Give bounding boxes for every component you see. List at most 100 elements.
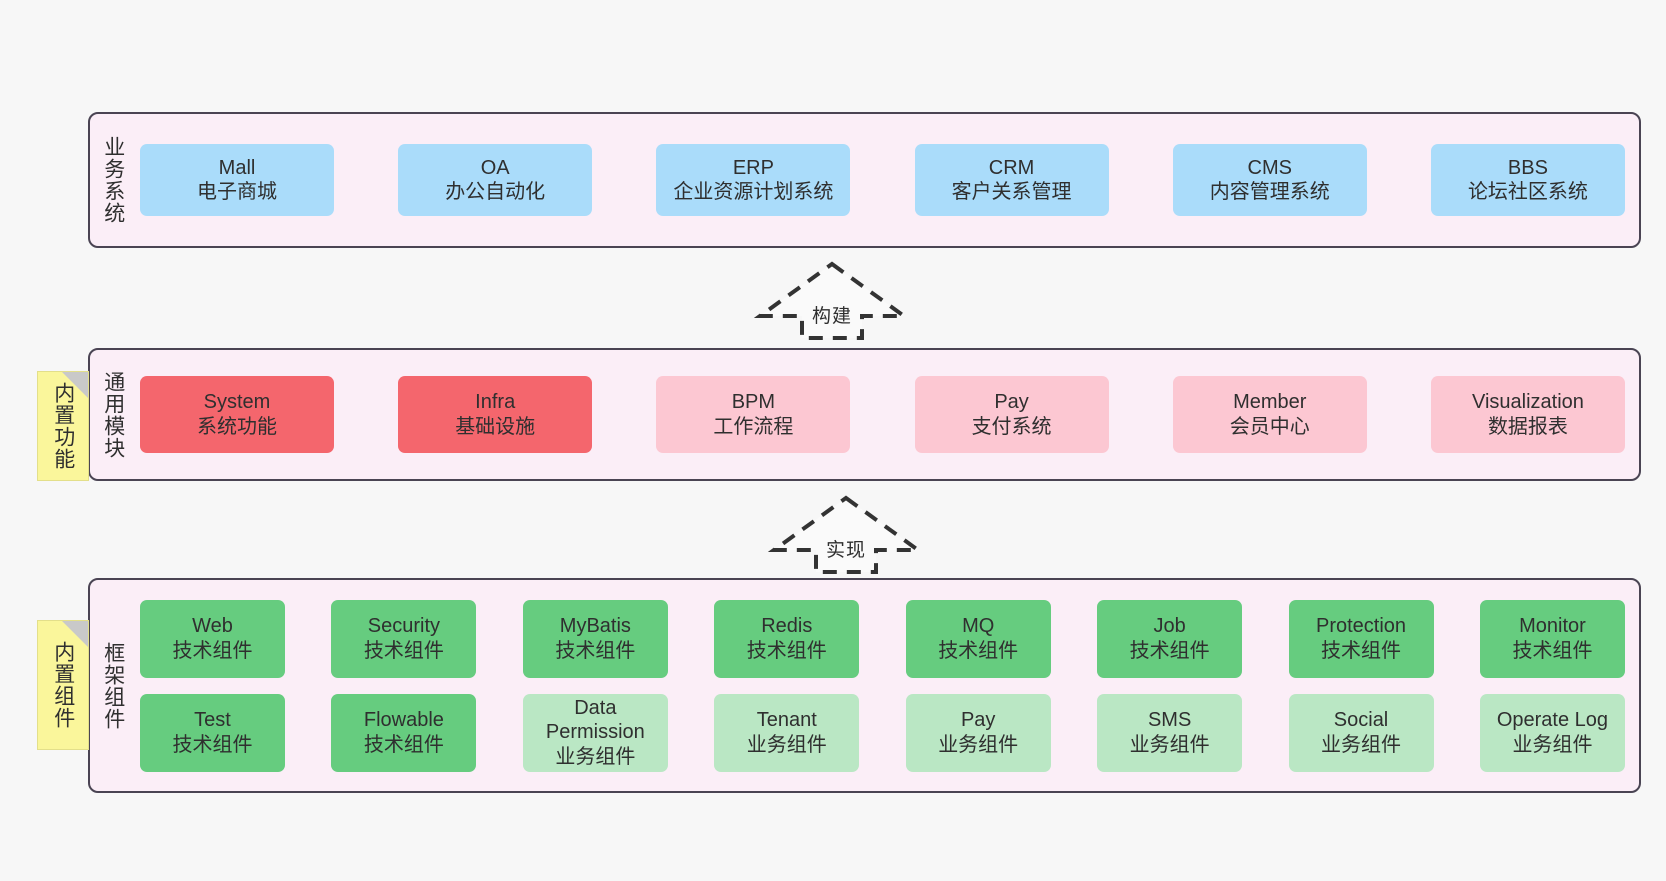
note-fold-icon (62, 621, 88, 647)
card-title: Pay (960, 709, 996, 732)
card-subtitle: 技术组件 (746, 639, 827, 662)
card-subtitle: 电子商城 (197, 181, 277, 203)
card-subtitle: 企业资源计划系统 (673, 181, 834, 203)
layer-framework-title: 框架组件 (101, 641, 125, 730)
card-subtitle: 论坛社区系统 (1467, 181, 1588, 203)
card-subtitle: 业务组件 (746, 733, 827, 756)
card-title: System (203, 391, 271, 414)
card-title: Data Permission (545, 696, 645, 744)
card-title: CMS (1247, 156, 1292, 179)
card-subtitle: 技术组件 (1129, 639, 1210, 662)
card-subtitle: 业务组件 (1512, 733, 1593, 756)
card-subtitle: 技术组件 (363, 639, 444, 662)
card-title: Web (192, 615, 233, 638)
card-subtitle: 工作流程 (713, 415, 794, 438)
card-subtitle: 技术组件 (363, 733, 444, 756)
card-title: Visualization (1471, 391, 1584, 414)
arrow-implement-label: 实现 (825, 540, 866, 561)
card-title: OA (480, 156, 510, 179)
card-subtitle: 支付系统 (971, 415, 1052, 438)
card-subtitle: 技术组件 (1512, 639, 1593, 662)
card-subtitle: 数据报表 (1487, 415, 1568, 438)
note-builtin-components-label: 内置组件 (51, 641, 75, 729)
card-subtitle: 技术组件 (172, 639, 253, 662)
card-subtitle: 系统功能 (197, 415, 277, 438)
layer-business-title: 业务系统 (101, 136, 125, 224)
note-builtin-features-label: 内置功能 (51, 382, 75, 470)
card-subtitle: 会员中心 (1229, 415, 1310, 438)
card-title: Member (1233, 391, 1307, 414)
card-subtitle: 技术组件 (555, 639, 636, 662)
card-subtitle: 技术组件 (1321, 639, 1402, 662)
arrow-build-label: 构建 (811, 306, 852, 327)
card-title: Mall (218, 156, 256, 179)
card-subtitle: 业务组件 (555, 745, 636, 768)
note-fold-icon (62, 372, 88, 398)
card-subtitle: 业务组件 (1321, 733, 1402, 756)
card-title: MQ (962, 615, 995, 638)
card-title: Security (367, 615, 441, 638)
card-title: CRM (988, 156, 1035, 179)
note-builtin-features: 内置功能 (37, 371, 89, 481)
card-title: Test (194, 709, 231, 732)
card-title: Job (1153, 615, 1186, 638)
card-subtitle: 业务组件 (938, 733, 1019, 756)
card-title: Monitor (1519, 615, 1586, 638)
layer-modules-title: 通用模块 (101, 370, 125, 459)
arrow-implement: 实现 (766, 492, 926, 576)
card-subtitle: 技术组件 (938, 639, 1019, 662)
arrow-build: 构建 (752, 258, 912, 342)
card-title: Flowable (363, 709, 444, 732)
card-title: BBS (1507, 156, 1548, 179)
card-title: Infra (475, 391, 516, 414)
card-title: Social (1333, 709, 1389, 732)
card-title: SMS (1147, 709, 1192, 732)
note-builtin-components: 内置组件 (37, 620, 89, 750)
card-title: Protection (1316, 615, 1407, 638)
card-title: MyBatis (559, 615, 631, 638)
card-title: BPM (731, 391, 776, 414)
card-title: Operate Log (1496, 709, 1609, 732)
card-title: Pay (994, 391, 1029, 414)
card-subtitle: 技术组件 (172, 733, 253, 756)
card-title: Redis (761, 615, 813, 638)
card-title: Tenant (756, 709, 817, 732)
